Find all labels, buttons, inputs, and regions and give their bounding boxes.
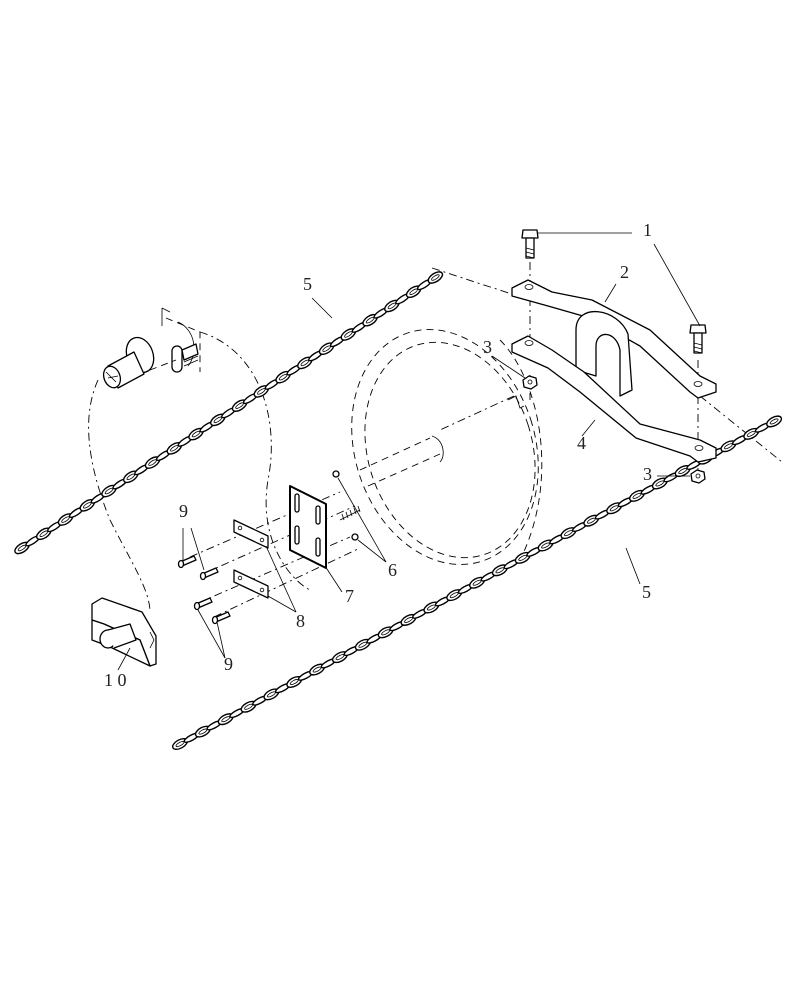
callout-8: 8 xyxy=(296,611,305,631)
screw-9-b xyxy=(199,567,219,581)
callout-3-upper: 3 xyxy=(483,337,492,357)
callout-5-upper: 5 xyxy=(303,274,312,294)
nut-6-lower xyxy=(351,533,359,541)
callout-2: 2 xyxy=(620,262,629,282)
callout-5-lower: 5 xyxy=(642,582,651,602)
chain-upper xyxy=(12,268,446,557)
shackle-housing xyxy=(91,597,157,667)
screw-9-d xyxy=(211,611,231,625)
nut-6-upper xyxy=(332,470,340,478)
callout-9-lower: 9 xyxy=(224,654,233,674)
callout-10: 1 0 xyxy=(104,670,127,690)
lower-clamp-bracket xyxy=(511,335,717,463)
callout-9-upper: 9 xyxy=(179,501,188,521)
clamp-strip-upper xyxy=(233,519,269,549)
cylinder-latch-assembly xyxy=(102,307,201,389)
phantom-wheel xyxy=(351,329,543,565)
screw-9-a xyxy=(177,555,197,569)
clamp-strip-lower xyxy=(233,569,269,599)
callout-7: 7 xyxy=(345,586,354,606)
callout-3-lower: 3 xyxy=(643,464,652,484)
screw-9-c xyxy=(193,597,213,611)
nut-3-upper xyxy=(522,375,538,390)
nut-3-lower xyxy=(690,469,706,484)
callout-1: 1 xyxy=(643,220,652,240)
leader-lines xyxy=(117,232,701,671)
upper-clamp-bracket xyxy=(511,279,717,399)
threaded-stud xyxy=(339,505,361,521)
bolt-1-lower xyxy=(689,324,707,354)
slotted-mounting-plate xyxy=(289,485,327,569)
bolt-1-upper xyxy=(521,229,539,259)
callout-4: 4 xyxy=(577,433,586,453)
callouts: 1 2 3 3 4 5 5 6 7 8 9 9 1 0 xyxy=(104,220,652,690)
chain-lower xyxy=(170,413,784,753)
callout-6: 6 xyxy=(388,560,397,580)
